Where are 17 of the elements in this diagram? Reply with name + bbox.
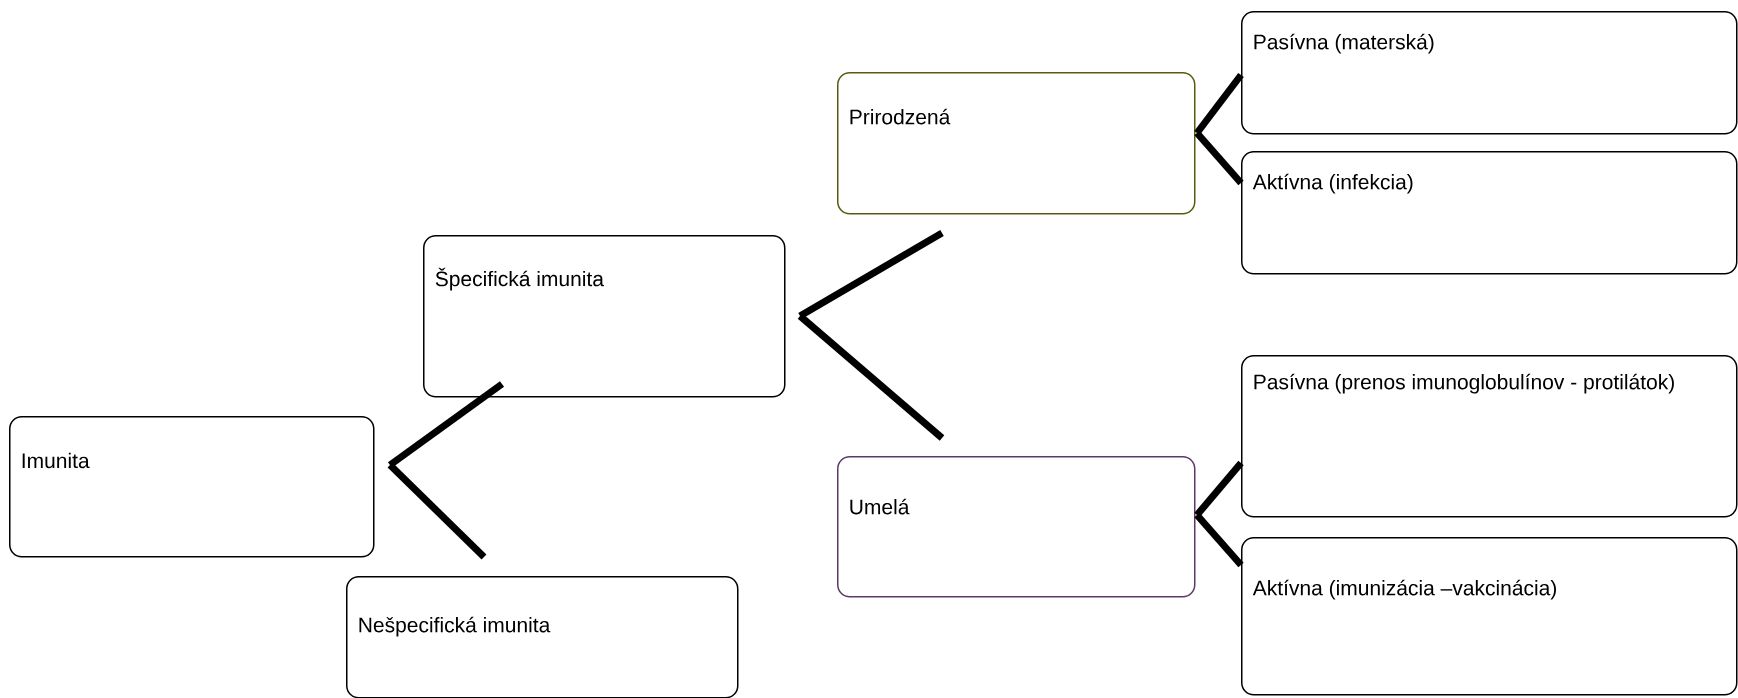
box: Špecifická imunita xyxy=(423,235,786,398)
connector-line xyxy=(797,313,945,441)
box: Umelá xyxy=(837,456,1196,598)
connector-line xyxy=(387,381,505,468)
box: Pasívna (prenos imunoglobulínov - protilátok) xyxy=(1241,355,1738,518)
box: Aktívna (imunizácia –vakcinácia) xyxy=(1241,537,1738,696)
box: Imunita xyxy=(9,416,375,558)
connector-line xyxy=(1194,460,1244,518)
box: Nešpecifická imunita xyxy=(346,576,739,698)
connector-line xyxy=(1194,72,1244,136)
connector-line xyxy=(798,229,944,319)
box: Pasívna (materská) xyxy=(1241,11,1738,135)
connector-line xyxy=(387,462,487,560)
box: Aktívna (infekcia) xyxy=(1241,151,1738,275)
box: Prirodzená xyxy=(837,72,1196,215)
connector-line xyxy=(1194,512,1244,568)
connector-line xyxy=(1194,130,1244,186)
